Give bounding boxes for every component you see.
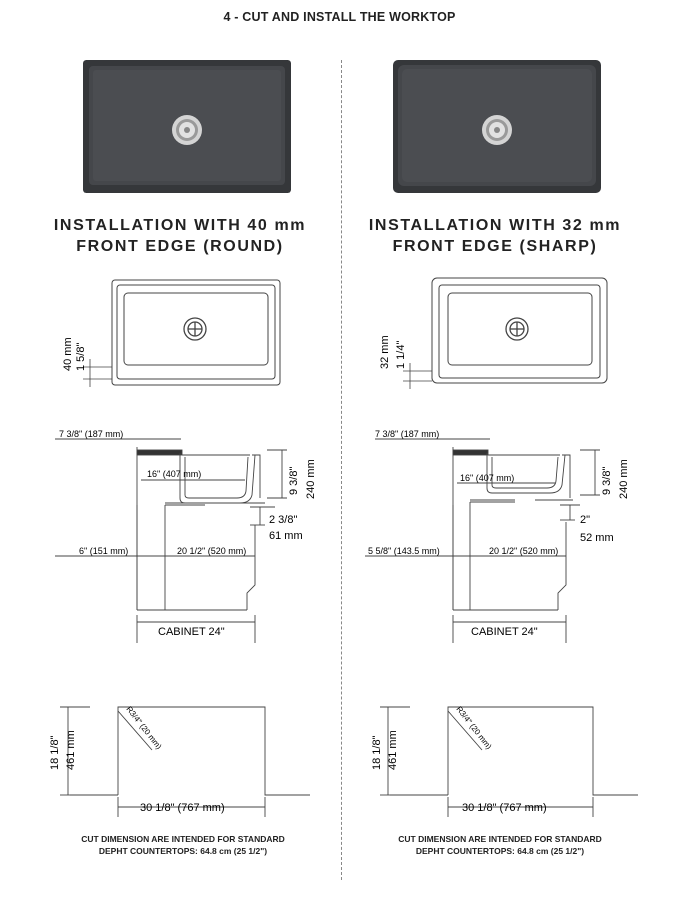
cutout-view-left: 18 1/8" 461 mm R3/4" (20 mm) 30 1/8" (76… bbox=[49, 705, 310, 817]
heading-right-line2: FRONT EDGE (SHARP) bbox=[392, 238, 598, 255]
edge-mm-left: 40 mm bbox=[62, 337, 74, 371]
center-width-right: 20 1/2" (520 mm) bbox=[489, 546, 558, 556]
center-width-left: 20 1/2" (520 mm) bbox=[177, 546, 246, 556]
heading-left-line1: INSTALLATION WITH 40 mm bbox=[53, 217, 307, 234]
note-right: CUT DIMENSION ARE INTENDED FOR STANDARD … bbox=[350, 833, 650, 857]
sink-top-view-left: 40 mm 1 5/8" bbox=[62, 279, 281, 387]
depth-mm-left: 240 mm bbox=[305, 459, 317, 499]
drop-mm-left: 61 mm bbox=[269, 530, 303, 542]
cutout-view-right: 18 1/8" 461 mm R3/4" (20 mm) 30 1/8" (76… bbox=[371, 705, 638, 817]
radius-left: R3/4" (20 mm) bbox=[124, 705, 163, 752]
heading-left-line2: FRONT EDGE (ROUND) bbox=[76, 238, 284, 255]
edge-in-left: 1 5/8" bbox=[75, 343, 87, 371]
drop-in-left: 2 3/8" bbox=[269, 514, 297, 526]
note-left: CUT DIMENSION ARE INTENDED FOR STANDARD … bbox=[33, 833, 333, 857]
heading-left: INSTALLATION WITH 40 mm FRONT EDGE (ROUN… bbox=[30, 215, 330, 257]
inner-width-left: 16" (407 mm) bbox=[147, 469, 201, 479]
drain-outline-icon bbox=[505, 317, 529, 341]
column-divider bbox=[341, 60, 342, 880]
note-right-line2: DEPHT COUNTERTOPS: 64.8 cm (25 1/2") bbox=[415, 846, 585, 856]
cut-w-left: 30 1/8" (767 mm) bbox=[140, 802, 225, 814]
section-view-left: 7 3/8" (187 mm) 16" (407 mm) 9 3/8" 240 … bbox=[55, 429, 317, 643]
note-left-line2: DEPHT COUNTERTOPS: 64.8 cm (25 1/2") bbox=[98, 846, 268, 856]
cut-w-right: 30 1/8" (767 mm) bbox=[462, 802, 547, 814]
heading-right-line1: INSTALLATION WITH 32 mm bbox=[368, 217, 622, 234]
depth-mm-right: 240 mm bbox=[618, 459, 630, 499]
drain-outline-icon bbox=[183, 317, 207, 341]
section-view-right: 7 3/8" (187 mm) 16" (407 mm) 9 3/8" 240 … bbox=[365, 429, 630, 643]
radius-right: R3/4" (20 mm) bbox=[454, 705, 493, 752]
depth-in-left: 9 3/8" bbox=[288, 467, 300, 495]
drain-icon bbox=[482, 115, 512, 145]
cabinet-right: CABINET 24" bbox=[471, 626, 538, 638]
page-title: 4 - CUT AND INSTALL THE WORKTOP bbox=[223, 10, 456, 24]
sink-photo-right bbox=[393, 60, 601, 193]
drop-in-right: 2" bbox=[580, 514, 590, 526]
drop-mm-right: 52 mm bbox=[580, 532, 614, 544]
note-right-line1: CUT DIMENSION ARE INTENDED FOR STANDARD bbox=[398, 834, 602, 844]
side-offset-right: 5 5/8" (143.5 mm) bbox=[368, 546, 440, 556]
side-offset-left: 6" (151 mm) bbox=[79, 546, 128, 556]
cut-h-mm-right: 461 mm bbox=[387, 730, 399, 770]
cut-h-in-left: 18 1/8" bbox=[49, 735, 61, 770]
cut-h-mm-left: 461 mm bbox=[65, 730, 77, 770]
depth-in-right: 9 3/8" bbox=[601, 467, 613, 495]
sink-top-view-right: 32 mm 1 1/4" bbox=[379, 277, 608, 389]
edge-mm-right: 32 mm bbox=[379, 335, 391, 369]
cut-h-in-right: 18 1/8" bbox=[371, 735, 383, 770]
sink-photo-left bbox=[83, 60, 291, 193]
drain-icon bbox=[172, 115, 202, 145]
top-offset-left: 7 3/8" (187 mm) bbox=[59, 429, 123, 439]
heading-right: INSTALLATION WITH 32 mm FRONT EDGE (SHAR… bbox=[345, 215, 645, 257]
edge-in-right: 1 1/4" bbox=[395, 341, 407, 369]
cabinet-left: CABINET 24" bbox=[158, 626, 225, 638]
inner-width-right: 16" (407 mm) bbox=[460, 473, 514, 483]
note-left-line1: CUT DIMENSION ARE INTENDED FOR STANDARD bbox=[81, 834, 285, 844]
top-offset-right: 7 3/8" (187 mm) bbox=[375, 429, 439, 439]
